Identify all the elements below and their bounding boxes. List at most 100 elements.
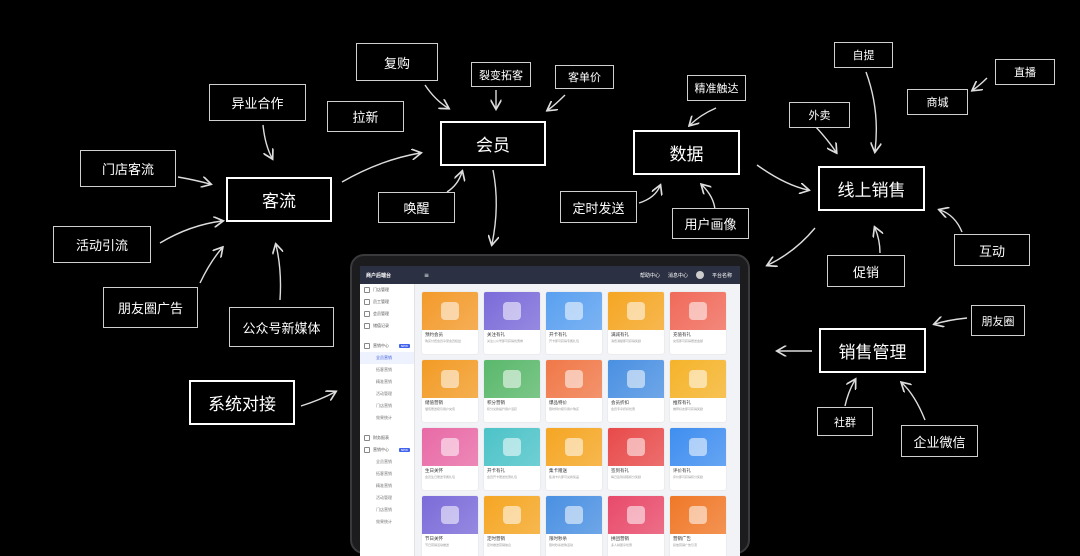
node-pengyouquan-gg: 朋友圈广告 (103, 287, 198, 328)
feature-card[interactable]: 会员折扣会员专享折扣优惠 (608, 360, 664, 422)
node-huaxiang: 用户画像 (672, 208, 749, 239)
feature-icon (565, 302, 583, 320)
feature-icon (627, 302, 645, 320)
app-brand: 商户后端台 (366, 272, 392, 279)
sidebar-item-icon (364, 299, 370, 305)
feature-card-title: 开卡有礼 (487, 469, 505, 474)
sidebar-separator (360, 424, 414, 432)
feature-card-title: 生日关怀 (425, 469, 443, 474)
sidebar-item[interactable]: 精准营销 (360, 480, 414, 492)
feature-icon (503, 438, 521, 456)
feature-card[interactable]: 积分营销积分兑换提升用户活跃 (484, 360, 540, 422)
sidebar-item[interactable]: 储值记录 (360, 320, 414, 332)
node-shuju: 数据 (633, 130, 740, 175)
sidebar-item-label: 活动管理 (376, 495, 392, 500)
feature-card-illustration (546, 496, 602, 534)
feature-card[interactable]: 爆品特价限时特价吸引用户购买 (546, 360, 602, 422)
arrow (548, 94, 566, 110)
node-yiye: 异业合作 (209, 84, 306, 121)
arrow (935, 318, 968, 324)
sidebar-item[interactable]: 门店营销 (360, 400, 414, 412)
feature-card-desc: 限时特价吸引用户购买 (549, 407, 580, 411)
node-ziti: 自提 (834, 42, 893, 68)
feature-card[interactable]: 限时秒杀限时秒杀抢购活动 (546, 496, 602, 556)
feature-card[interactable]: 开卡有礼开卡即可获得专属礼包 (546, 292, 602, 354)
sidebar-item[interactable]: 门店营销 (360, 504, 414, 516)
feature-card-illustration (546, 428, 602, 466)
feature-card-illustration (670, 292, 726, 330)
node-dingshi: 定时发送 (560, 191, 637, 223)
feature-card[interactable]: 节日关怀节日营销活动推送 (422, 496, 478, 556)
sidebar-item[interactable]: 全员营销 (360, 352, 414, 364)
topbar-platform[interactable]: 平台名称 (711, 272, 732, 279)
feature-icon (627, 438, 645, 456)
arrow (940, 210, 963, 233)
sidebar-item-label: 活动管理 (376, 391, 392, 396)
sidebar-item[interactable]: 活动管理 (360, 388, 414, 400)
sidebar-item[interactable]: 效果统计 (360, 516, 414, 528)
avatar[interactable] (695, 271, 704, 279)
feature-card-illustration (546, 292, 602, 330)
feature-card[interactable]: 签到有礼每日签到领取积分奖励 (608, 428, 664, 490)
sidebar-item[interactable]: 拓客营销 (360, 364, 414, 376)
sidebar-item[interactable]: 全员营销 (360, 456, 414, 468)
feature-card[interactable]: 评价有礼评价即可获得积分奖励 (670, 428, 726, 490)
topbar-help[interactable]: 帮助中心 (639, 272, 660, 279)
feature-card[interactable]: 营销广告投放营销广告引流 (670, 496, 726, 556)
feature-card[interactable]: 充值有礼充值即可获得赠送金额 (670, 292, 726, 354)
feature-card-desc: 会员专享折扣优惠 (611, 407, 636, 411)
menu-icon[interactable]: ≡ (424, 271, 430, 279)
topbar-message[interactable]: 消息中心 (667, 272, 688, 279)
arrow (756, 164, 808, 190)
feature-card[interactable]: 预约会员购买付费会员享受会员权益 (422, 292, 478, 354)
node-cuxiao: 促销 (827, 255, 905, 287)
tablet-mockup: 商户后端台 ≡ 帮助中心 消息中心 平台名称 门店管理员工管理会员管理储值记录营… (350, 254, 750, 556)
sidebar-item[interactable]: 精准营销 (360, 376, 414, 388)
arrow (865, 71, 876, 151)
arrow (276, 245, 281, 301)
feature-card-desc: 定时推送营销信息 (487, 543, 512, 547)
feature-card[interactable]: 开卡有礼会员开卡赠送优惠礼包 (484, 428, 540, 490)
node-waimai: 外卖 (789, 102, 850, 128)
feature-card-desc: 多人拼团享优惠 (611, 543, 633, 547)
feature-card[interactable]: 定时营销定时推送营销信息 (484, 496, 540, 556)
sidebar-item[interactable]: 拓客营销 (360, 468, 414, 480)
sidebar-item-icon (364, 343, 370, 349)
sidebar-item[interactable]: 活动管理 (360, 492, 414, 504)
feature-icon (689, 302, 707, 320)
feature-icon (565, 438, 583, 456)
node-shequn: 社群 (817, 407, 873, 436)
arrow (814, 125, 836, 152)
sidebar-item-label: 营销中心 (373, 343, 389, 348)
feature-card-illustration (422, 496, 478, 534)
feature-card[interactable]: 关注有礼关注公众号即可获得优惠券 (484, 292, 540, 354)
feature-icon (627, 506, 645, 524)
sidebar-item-label: 精准营销 (376, 379, 392, 384)
feature-card-desc: 投放营销广告引流 (673, 543, 698, 547)
feature-card-grid: 预约会员购买付费会员享受会员权益关注有礼关注公众号即可获得优惠券开卡有礼开卡即可… (422, 292, 732, 556)
arrow (973, 77, 988, 90)
feature-card[interactable]: 满减有礼消费满额即可获得奖励 (608, 292, 664, 354)
feature-card-illustration (608, 496, 664, 534)
sidebar-item[interactable]: 财务报表 (360, 432, 414, 444)
feature-card[interactable]: 储值营销储值赠送吸引用户充值 (422, 360, 478, 422)
sidebar-item[interactable]: 员工管理 (360, 296, 414, 308)
feature-card-illustration (484, 292, 540, 330)
arrow (638, 186, 660, 204)
sidebar-item[interactable]: 会员管理 (360, 308, 414, 320)
feature-card[interactable]: 推荐有礼推荐好友即可获得奖励 (670, 360, 726, 422)
feature-card-desc: 推荐好友即可获得奖励 (673, 407, 704, 411)
feature-card[interactable]: 拼团营销多人拼团享优惠 (608, 496, 664, 556)
feature-card[interactable]: 生日关怀会员生日赠送专属礼包 (422, 428, 478, 490)
feature-icon (441, 370, 459, 388)
feature-card-illustration (670, 428, 726, 466)
arrow (844, 380, 855, 407)
node-kedanjia: 客单价 (555, 65, 614, 89)
arrow (768, 227, 816, 265)
node-hudong: 互动 (954, 234, 1030, 266)
sidebar-item[interactable]: 效果统计 (360, 412, 414, 424)
feature-card[interactable]: 集卡赠送集满卡片即可兑换奖品 (546, 428, 602, 490)
sidebar-item[interactable]: 门店管理 (360, 284, 414, 296)
